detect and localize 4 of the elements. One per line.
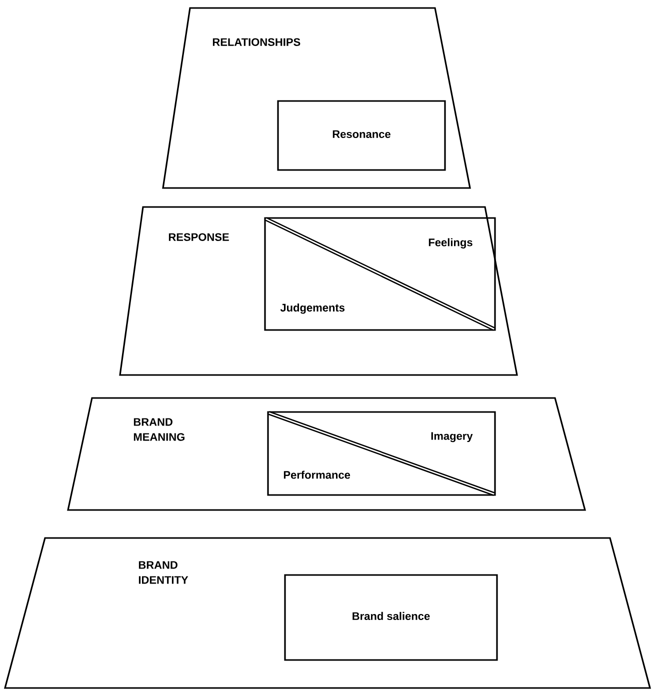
text-box: Brand salience xyxy=(284,574,498,661)
text-box: Resonance xyxy=(277,100,446,171)
split-box: Imagery Performance xyxy=(267,411,496,496)
split-box: Feelings Judgements xyxy=(264,217,496,331)
